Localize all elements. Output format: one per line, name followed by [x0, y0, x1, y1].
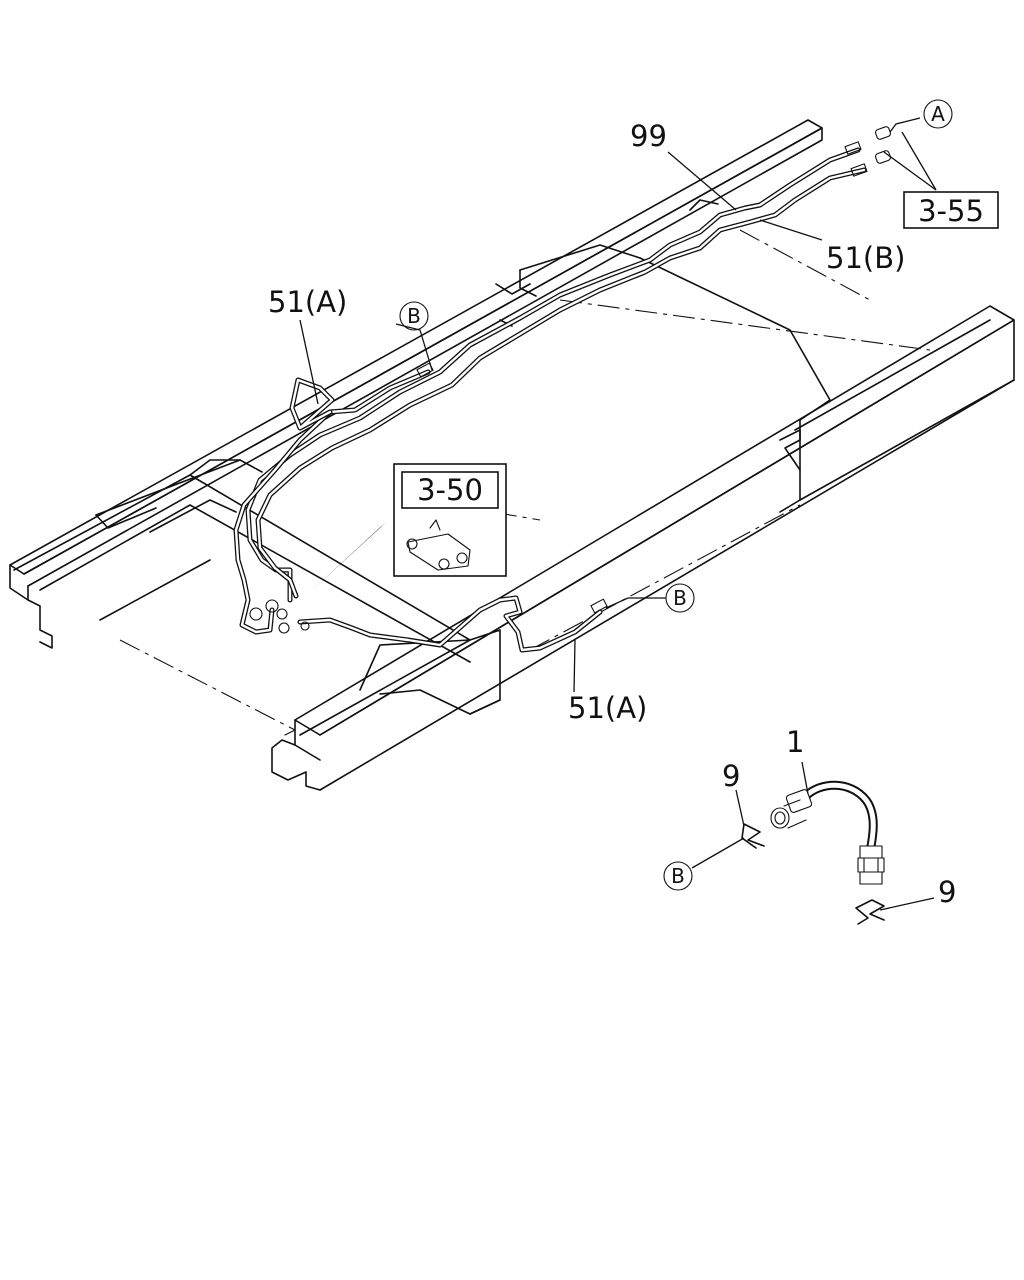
clip-upper — [741, 823, 765, 849]
label-part-99: 99 — [630, 119, 667, 153]
label-part-9-top: 9 — [722, 759, 740, 793]
ref-b-detail-label: B — [671, 864, 685, 888]
brake-hose-detail — [741, 780, 885, 925]
ref-b-detail-circle — [663, 861, 693, 891]
brake-pipes — [233, 126, 891, 653]
hose-end-upper — [770, 789, 813, 829]
ref-b-top-label: B — [407, 304, 421, 328]
ref-3-55-box — [903, 191, 999, 229]
inset-pointer — [310, 522, 386, 592]
label-part-51a-bottom: 51(A) — [568, 691, 647, 725]
label-part-51b: 51(B) — [826, 241, 905, 275]
label-part-9-bottom: 9 — [938, 875, 956, 909]
chassis-frame — [9, 119, 1015, 791]
label-part-1: 1 — [786, 725, 804, 759]
label-part-51a-top: 51(A) — [268, 285, 347, 319]
ref-a-label: A — [931, 102, 945, 126]
hose-end-lower — [857, 845, 885, 885]
ref-b-right-circle — [665, 583, 695, 613]
ref-3-50-label: 3-50 — [417, 473, 483, 507]
clip-lower — [855, 899, 885, 925]
ref-b-right-label: B — [673, 586, 687, 610]
inset-3-50: 3-50 — [310, 463, 507, 592]
ref-3-55-label: 3-55 — [918, 194, 984, 228]
callout-labels: 99 51(B) 51(A) 51(A) 1 9 9 A B B B 3-55 — [268, 99, 999, 909]
ref-a-circle — [923, 99, 953, 129]
ref-b-top-circle — [399, 301, 429, 331]
leader-lines — [299, 117, 937, 911]
